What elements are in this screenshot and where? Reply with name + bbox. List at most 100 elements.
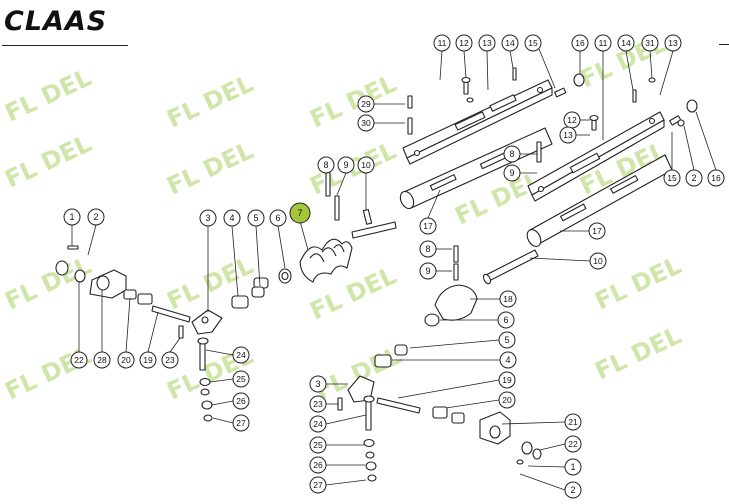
leader-line xyxy=(169,337,181,353)
callout-circle xyxy=(309,375,327,393)
callout-circle xyxy=(289,202,311,224)
callout-label: 26 xyxy=(313,460,323,470)
leader-line xyxy=(625,50,634,91)
callout-circle xyxy=(503,164,521,182)
callout-label: 16 xyxy=(711,173,721,183)
callout-31: 31 xyxy=(641,34,659,52)
callout-circle xyxy=(269,209,287,227)
callout-label: 13 xyxy=(482,38,492,48)
callout-label: 7 xyxy=(297,208,302,218)
callout-23: 23 xyxy=(309,395,327,413)
callout-label: 9 xyxy=(509,168,514,178)
callout-4: 4 xyxy=(223,209,241,227)
callout-circle xyxy=(707,169,725,187)
callout-circle xyxy=(499,290,517,308)
callout-label: 9 xyxy=(425,266,430,276)
leader-line xyxy=(255,225,261,287)
leader-line xyxy=(209,378,234,383)
callout-label: 23 xyxy=(165,355,175,365)
leader-line xyxy=(519,473,566,491)
callout-6: 6 xyxy=(269,209,287,227)
callout-label: 5 xyxy=(504,335,509,345)
callout-label: 16 xyxy=(575,38,585,48)
callout-24: 24 xyxy=(232,346,250,364)
callout-label: 27 xyxy=(313,480,323,490)
callout-label: 25 xyxy=(313,440,323,450)
leader-line xyxy=(325,414,367,425)
watermark-text: FL DEL xyxy=(163,69,258,133)
callout-29: 29 xyxy=(357,95,375,113)
callout-5: 5 xyxy=(498,331,516,349)
leader-line xyxy=(539,443,566,451)
callout-label: 4 xyxy=(229,213,234,223)
callout-circle xyxy=(117,351,135,369)
callout-1: 1 xyxy=(564,458,582,476)
callout-5: 5 xyxy=(247,209,265,227)
leader-line xyxy=(527,465,566,468)
callout-23: 23 xyxy=(161,351,179,369)
leader-line xyxy=(125,297,131,353)
callout-label: 22 xyxy=(568,439,578,449)
callout-15: 15 xyxy=(524,34,542,52)
callout-22: 22 xyxy=(564,435,582,453)
leader-line xyxy=(529,257,591,262)
callout-16: 16 xyxy=(571,34,589,52)
callout-26: 26 xyxy=(232,392,250,410)
callout-circle xyxy=(564,458,582,476)
header-rule xyxy=(2,45,128,46)
callout-label: 6 xyxy=(503,315,508,325)
callout-label: 18 xyxy=(503,294,513,304)
callout-9: 9 xyxy=(337,156,355,174)
callout-label: 19 xyxy=(502,375,512,385)
callout-label: 8 xyxy=(509,149,514,159)
callout-circle xyxy=(594,34,612,52)
callout-label: 11 xyxy=(438,38,447,48)
callout-circle xyxy=(232,392,250,410)
parts-layer xyxy=(55,67,698,482)
callout-circle xyxy=(63,208,81,226)
callout-6: 6 xyxy=(497,311,515,329)
callout-label: 6 xyxy=(275,213,280,223)
callout-13: 13 xyxy=(559,126,577,144)
callout-10: 10 xyxy=(589,252,607,270)
callout-circle xyxy=(499,351,517,369)
callout-2: 2 xyxy=(685,169,703,187)
callout-circle xyxy=(357,156,375,174)
callout-label: 23 xyxy=(313,399,323,409)
callout-circle xyxy=(232,346,250,364)
callout-circle xyxy=(641,34,659,52)
callout-21: 21 xyxy=(564,413,582,431)
callout-22: 22 xyxy=(70,351,88,369)
leader-line xyxy=(501,421,566,425)
callout-19: 19 xyxy=(139,351,157,369)
leader-line xyxy=(683,125,695,171)
callout-17: 17 xyxy=(419,217,437,235)
callout-circle xyxy=(317,156,335,174)
lower-assembly xyxy=(347,284,542,460)
callout-8: 8 xyxy=(317,156,335,174)
callout-30: 30 xyxy=(357,114,375,132)
small-hardware xyxy=(178,67,698,465)
callout-circle xyxy=(685,169,703,187)
callout-label: 20 xyxy=(121,355,131,365)
callout-circle xyxy=(309,415,327,433)
callout-28: 28 xyxy=(93,351,111,369)
left-components xyxy=(191,268,292,335)
callout-circle xyxy=(357,114,375,132)
auger-part xyxy=(299,238,353,283)
callout-circle xyxy=(503,145,521,163)
pins xyxy=(325,95,542,281)
callout-label: 22 xyxy=(74,355,84,365)
leader-line xyxy=(538,48,556,89)
callout-circle xyxy=(309,436,327,454)
callout-label: 15 xyxy=(528,38,538,48)
callout-label: 28 xyxy=(97,355,107,365)
callout-26: 26 xyxy=(309,456,327,474)
callout-label: 25 xyxy=(236,374,246,384)
callout-label: 3 xyxy=(315,379,320,389)
callout-label: 9 xyxy=(343,160,348,170)
upper-bar-left xyxy=(402,79,553,165)
leader-line xyxy=(486,50,489,91)
callout-12: 12 xyxy=(563,111,581,129)
